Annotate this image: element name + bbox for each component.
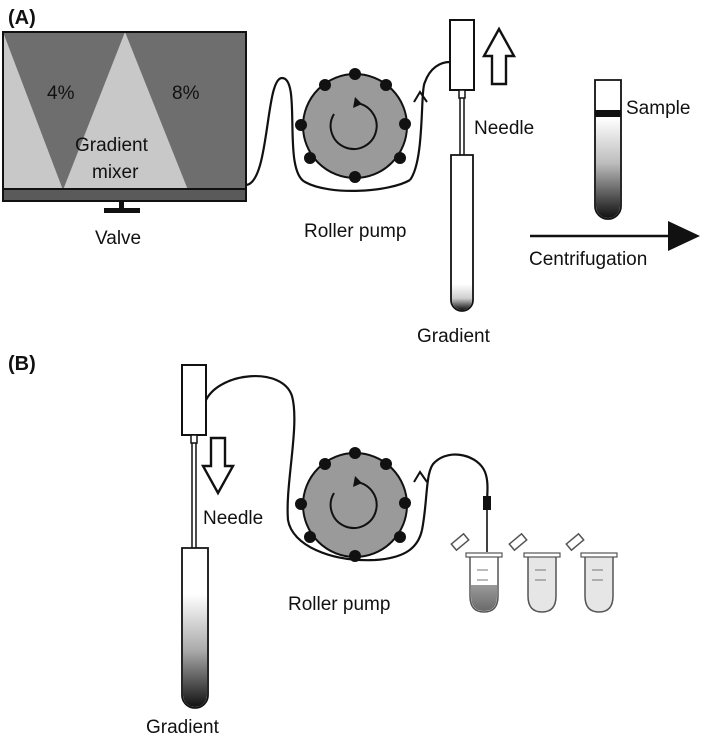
rotation-arrowhead-icon <box>353 97 362 108</box>
sample-band <box>595 110 621 117</box>
syringe-b <box>181 364 207 600</box>
roller <box>399 497 411 509</box>
tube-rim <box>465 552 503 558</box>
tube-body <box>584 555 614 613</box>
tube-rim <box>523 552 561 558</box>
mixer-wedge-left <box>3 32 63 190</box>
roller <box>349 68 361 80</box>
valve-handle <box>104 208 140 213</box>
roller <box>319 458 331 470</box>
roller <box>304 531 316 543</box>
syringe-barrel <box>449 19 475 91</box>
syringe-hub <box>190 434 198 444</box>
pump-label-a: Roller pump <box>304 221 406 242</box>
gradient-tube-a <box>450 154 474 312</box>
arrow-down-icon <box>200 436 236 496</box>
gradient-tube-b <box>181 547 209 709</box>
mixer-label-line1: Gradient <box>75 135 149 156</box>
tube-gradient-fill <box>183 594 207 707</box>
tube-connector <box>483 496 491 510</box>
gradient-label-a: Gradient <box>417 326 491 347</box>
roller <box>380 458 392 470</box>
sample-label: Sample <box>626 98 690 119</box>
tube-pump-to-collection <box>420 453 489 531</box>
tube-cap <box>450 532 470 552</box>
roller <box>394 152 406 164</box>
roller <box>394 531 406 543</box>
collection-tube-3 <box>565 532 618 613</box>
mixer-chamber-right <box>125 32 246 190</box>
sample-tube-gradient <box>596 118 620 218</box>
valve-stem <box>119 201 124 210</box>
tube-pump-to-needle <box>409 60 451 181</box>
syringe-hub <box>458 89 466 99</box>
rotation-arrowhead-icon <box>353 476 362 487</box>
tube-mixer-to-pump <box>245 76 411 192</box>
pump-rotor-a <box>302 73 408 179</box>
roller-pump-b <box>295 447 411 562</box>
sample-tube <box>594 79 622 220</box>
gradient-mixer: 4% 8% Gradient mixer <box>2 31 247 202</box>
needle-label-a: Needle <box>474 118 534 139</box>
pump-rotor-b <box>302 452 408 558</box>
roller-pump-a <box>295 68 411 183</box>
tube-contents <box>471 585 497 611</box>
pump-label-b: Roller pump <box>288 594 390 615</box>
mixer-percent-right: 8% <box>172 83 200 104</box>
roller <box>295 119 307 131</box>
tube-rim <box>580 552 618 558</box>
arrow-up-icon <box>481 26 517 86</box>
arrow-right-icon <box>668 221 700 251</box>
roller <box>295 498 307 510</box>
roller <box>319 79 331 91</box>
centrifugation-label: Centrifugation <box>529 249 647 270</box>
roller <box>349 171 361 183</box>
roller <box>349 447 361 459</box>
flow-arrow-icon <box>413 470 428 483</box>
tube-glass <box>450 154 474 312</box>
collection-tube-2 <box>508 532 561 613</box>
syringe-a <box>449 19 475 280</box>
valve <box>104 201 140 213</box>
tube-gradient-fill <box>452 284 472 310</box>
mixer-percent-left: 4% <box>47 83 75 104</box>
roller <box>399 118 411 130</box>
collection-tube-1 <box>450 532 503 613</box>
tube-cap <box>565 532 585 552</box>
mixer-label-line2: mixer <box>92 162 139 183</box>
flow-arrow-icon <box>413 90 428 103</box>
mixer-base <box>2 188 247 202</box>
tube-body <box>527 555 557 613</box>
gradient-label-b: Gradient <box>146 717 220 738</box>
roller <box>380 79 392 91</box>
valve-label: Valve <box>95 228 141 249</box>
rotation-arrow-icon <box>329 481 378 529</box>
syringe-barrel <box>181 364 207 436</box>
panel-a-label: (A) <box>8 7 36 29</box>
needle-label-b: Needle <box>203 508 263 529</box>
rotation-arrow-icon <box>329 102 378 150</box>
roller <box>304 152 316 164</box>
tube-cap <box>508 532 528 552</box>
tube-syringe-to-pump <box>205 375 424 562</box>
roller <box>349 550 361 562</box>
panel-b-label: (B) <box>8 353 36 375</box>
